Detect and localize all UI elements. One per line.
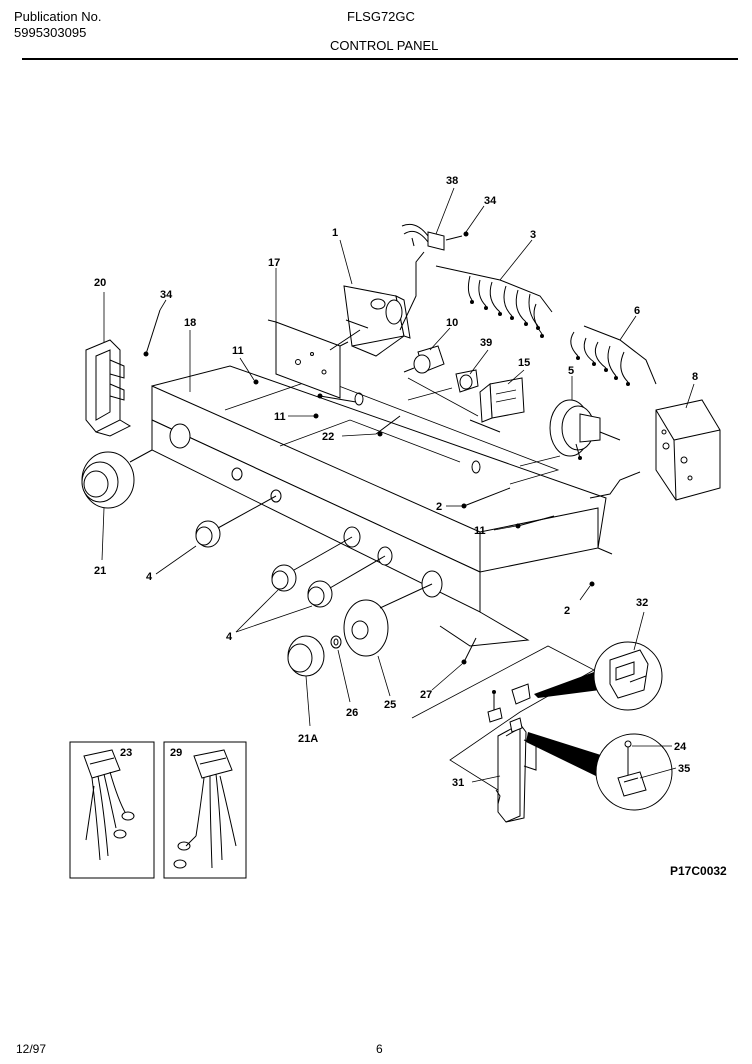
side-bracket-20 bbox=[85, 309, 161, 437]
switch-39 bbox=[455, 369, 479, 393]
control-panel-console bbox=[151, 365, 613, 647]
publication-label: Publication No. bbox=[14, 9, 102, 24]
callout-21: 21 bbox=[94, 565, 106, 577]
knob-4-upper bbox=[195, 495, 277, 548]
header-rule bbox=[22, 58, 738, 60]
callout-21a: 21A bbox=[298, 733, 318, 745]
callout-20: 20 bbox=[94, 277, 106, 289]
detail-view-24-35 bbox=[526, 732, 673, 811]
control-module-8 bbox=[589, 399, 721, 501]
screw-set bbox=[253, 379, 595, 665]
clip-small bbox=[487, 683, 531, 733]
mounting-bracket bbox=[267, 319, 349, 399]
terminal-block-15 bbox=[469, 377, 525, 433]
callout-3: 3 bbox=[530, 229, 536, 241]
callout-4-upper: 4 bbox=[146, 571, 153, 583]
callout-18: 18 bbox=[184, 317, 196, 329]
detail-view-32 bbox=[534, 641, 663, 711]
callout-32: 32 bbox=[636, 597, 648, 609]
callout-10: 10 bbox=[446, 317, 458, 329]
callout-5: 5 bbox=[568, 365, 574, 377]
callout-25: 25 bbox=[384, 699, 396, 711]
knob-4-middle bbox=[271, 536, 353, 592]
leader-lines bbox=[101, 187, 695, 783]
callout-34-left: 34 bbox=[160, 289, 173, 301]
page-number: 6 bbox=[376, 1042, 383, 1056]
callout-2-mid: 2 bbox=[436, 501, 442, 513]
callout-8: 8 bbox=[692, 371, 698, 383]
washer-26 bbox=[330, 635, 342, 649]
callout-26: 26 bbox=[346, 707, 358, 719]
callout-11-right: 11 bbox=[474, 525, 486, 537]
callout-22: 22 bbox=[322, 431, 334, 443]
knob-21a bbox=[287, 635, 325, 677]
section-title: CONTROL PANEL bbox=[330, 38, 439, 53]
switch-10 bbox=[403, 345, 445, 374]
callout-labels: 38 34 1 3 17 20 34 6 18 10 39 11 15 5 8 … bbox=[94, 175, 698, 789]
callout-24: 24 bbox=[674, 741, 687, 753]
callout-17: 17 bbox=[268, 257, 280, 269]
wire-connector-38 bbox=[399, 223, 469, 331]
wire-harness-6 bbox=[570, 325, 657, 386]
footer-date: 12/97 bbox=[16, 1042, 47, 1056]
callout-15: 15 bbox=[518, 357, 530, 369]
selector-switch-5 bbox=[549, 399, 621, 460]
inset-harness-23 bbox=[69, 741, 155, 879]
callout-6: 6 bbox=[634, 305, 640, 317]
callout-1: 1 bbox=[332, 227, 338, 239]
diagram-code: P17C0032 bbox=[670, 864, 727, 878]
dial-25 bbox=[343, 583, 433, 657]
callout-11-top: 11 bbox=[232, 345, 244, 357]
inset-harness-29 bbox=[163, 741, 247, 879]
callout-31: 31 bbox=[452, 777, 464, 789]
callout-39: 39 bbox=[480, 337, 492, 349]
callout-2-right: 2 bbox=[564, 605, 570, 617]
callout-29: 29 bbox=[170, 747, 182, 759]
callout-35: 35 bbox=[678, 763, 690, 775]
callout-11-mid: 11 bbox=[274, 411, 286, 423]
callout-4-lower: 4 bbox=[226, 631, 233, 643]
callout-38: 38 bbox=[446, 175, 458, 187]
publication-number: 5995303095 bbox=[14, 25, 87, 40]
wire-harness-3 bbox=[435, 265, 553, 338]
callout-23: 23 bbox=[120, 747, 132, 759]
knob-21 bbox=[81, 449, 153, 509]
timer bbox=[329, 285, 411, 357]
model-number: FLSG72GC bbox=[347, 9, 415, 24]
callout-34-top: 34 bbox=[484, 195, 497, 207]
callout-27: 27 bbox=[420, 689, 432, 701]
knob-4-lower bbox=[307, 555, 386, 608]
